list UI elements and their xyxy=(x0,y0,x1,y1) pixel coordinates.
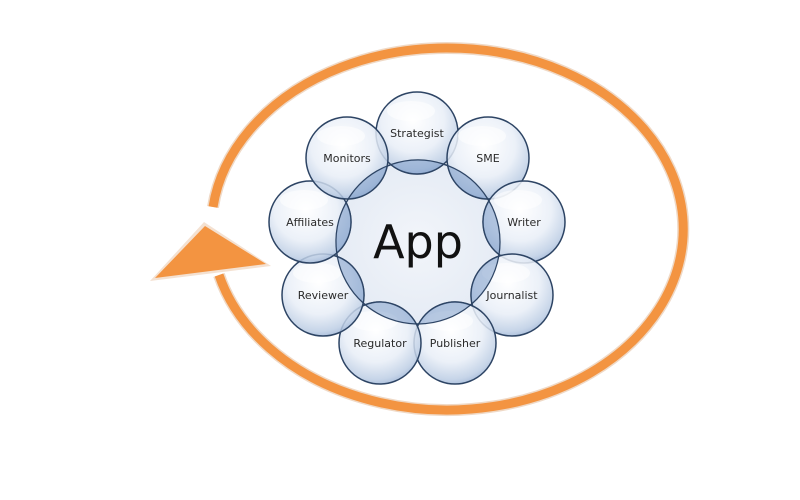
role-bubble-affiliates xyxy=(268,180,352,264)
center-label: App xyxy=(373,215,463,269)
role-label-regulator: Regulator xyxy=(353,337,407,350)
bubble-overlap xyxy=(482,199,501,256)
cycle-arrow xyxy=(150,42,690,416)
role-label-reviewer: Reviewer xyxy=(298,289,349,302)
role-label-sme: SME xyxy=(476,152,499,165)
bubble-overlap xyxy=(336,255,365,305)
bubble-highlight xyxy=(494,190,542,210)
bubble-overlap xyxy=(364,301,418,325)
cycle-arrow-head xyxy=(155,226,266,278)
bubble-overlap xyxy=(446,164,489,200)
bubble-highlight xyxy=(458,126,506,146)
bubble-highlight xyxy=(387,101,435,121)
bubble-highlight xyxy=(280,190,328,210)
role-label-publisher: Publisher xyxy=(430,337,481,350)
bubble-overlap xyxy=(470,255,500,305)
role-label-writer: Writer xyxy=(507,216,541,229)
role-label-affiliates: Affiliates xyxy=(286,216,334,229)
bubble-overlap xyxy=(335,201,352,255)
bubble-overlap xyxy=(389,159,445,175)
role-label-monitors: Monitors xyxy=(323,152,371,165)
role-label-journalist: Journalist xyxy=(485,289,538,302)
role-label-strategist: Strategist xyxy=(390,127,444,140)
bubble-highlight xyxy=(317,126,365,146)
bubble-highlight xyxy=(293,263,341,283)
bubble-overlap xyxy=(417,301,472,325)
cycle-arrow-ring xyxy=(208,43,688,415)
bubble-overlap xyxy=(347,165,389,200)
